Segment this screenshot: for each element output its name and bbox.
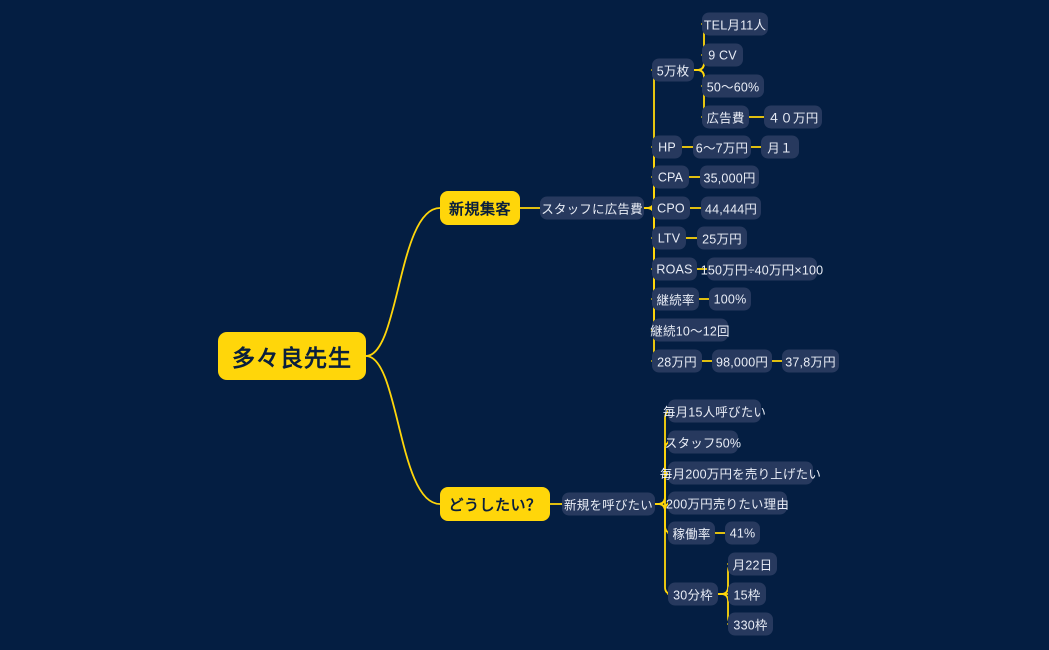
mindmap-node-n14[interactable]: 44,444円: [701, 196, 761, 220]
mindmap-node-n6[interactable]: 広告費: [702, 105, 749, 129]
mindmap-node-n23[interactable]: 98,000円: [712, 349, 772, 373]
mindmap-node-n19[interactable]: 継続率: [652, 287, 699, 311]
mindmap-node-n20[interactable]: 100%: [709, 287, 751, 311]
mindmap-node-n11[interactable]: CPA: [652, 165, 689, 189]
mindmap-node-n24[interactable]: 37,8万円: [782, 349, 839, 373]
mindmap-node-n34[interactable]: 15枠: [728, 582, 766, 606]
mindmap-node-n9[interactable]: 6〜7万円: [693, 135, 751, 159]
mindmap-node-n12[interactable]: 35,000円: [700, 165, 759, 189]
mindmap-node-n7[interactable]: ４０万円: [764, 105, 822, 129]
mindmap-node-n1[interactable]: スタッフに広告費: [540, 196, 644, 220]
mindmap-node-n16[interactable]: 25万円: [697, 226, 747, 250]
mindmap-node-n18[interactable]: 150万円÷40万円×100: [701, 257, 823, 281]
mindmap-node-n30[interactable]: 稼働率: [668, 521, 715, 545]
mindmap-node-n33[interactable]: 月22日: [728, 552, 777, 576]
mindmap-node-n21[interactable]: 継続10〜12回: [650, 318, 730, 342]
mindmap-node-n15[interactable]: LTV: [652, 226, 686, 250]
mindmap-node-n26[interactable]: 毎月15人呼びたい: [663, 399, 766, 423]
mindmap-node-n28[interactable]: 毎月200万円を売り上げたい: [660, 461, 821, 485]
mindmap-node-n31[interactable]: 41%: [725, 521, 760, 545]
mindmap-node-n32[interactable]: 30分枠: [668, 582, 718, 606]
mindmap-node-n4[interactable]: 9 CV: [702, 43, 743, 67]
mindmap-node-n2[interactable]: 5万枚: [652, 58, 694, 82]
mindmap-node-n22[interactable]: 28万円: [652, 349, 702, 373]
mindmap-root-node[interactable]: 多々良先生: [218, 332, 366, 380]
edge-root-b2: [365, 355, 441, 505]
edge-n25-n32: [654, 503, 673, 595]
edge-n25-n26: [654, 410, 673, 505]
mindmap-node-n3[interactable]: TEL月11人: [702, 12, 768, 36]
mindmap-node-n25[interactable]: 新規を呼びたい: [562, 492, 655, 516]
mindmap-node-n5[interactable]: 50〜60%: [702, 74, 764, 98]
edge-root-b1: [365, 207, 441, 357]
edge-n1-n19: [643, 207, 662, 300]
mindmap-node-n29[interactable]: 200万円売りたい理由: [666, 491, 789, 515]
mindmap-node-n10[interactable]: 月１: [761, 135, 799, 159]
mindmap-node-n13[interactable]: CPO: [652, 196, 690, 220]
mindmap-node-n8[interactable]: HP: [652, 135, 682, 159]
mindmap-node-n17[interactable]: ROAS: [652, 257, 697, 281]
mindmap-node-n27[interactable]: スタッフ50%: [665, 430, 741, 454]
mindmap-node-n35[interactable]: 330枠: [728, 612, 773, 636]
mindmap-node-b1[interactable]: 新規集客: [440, 191, 520, 225]
mindmap-node-b2[interactable]: どうしたい？: [440, 487, 550, 521]
